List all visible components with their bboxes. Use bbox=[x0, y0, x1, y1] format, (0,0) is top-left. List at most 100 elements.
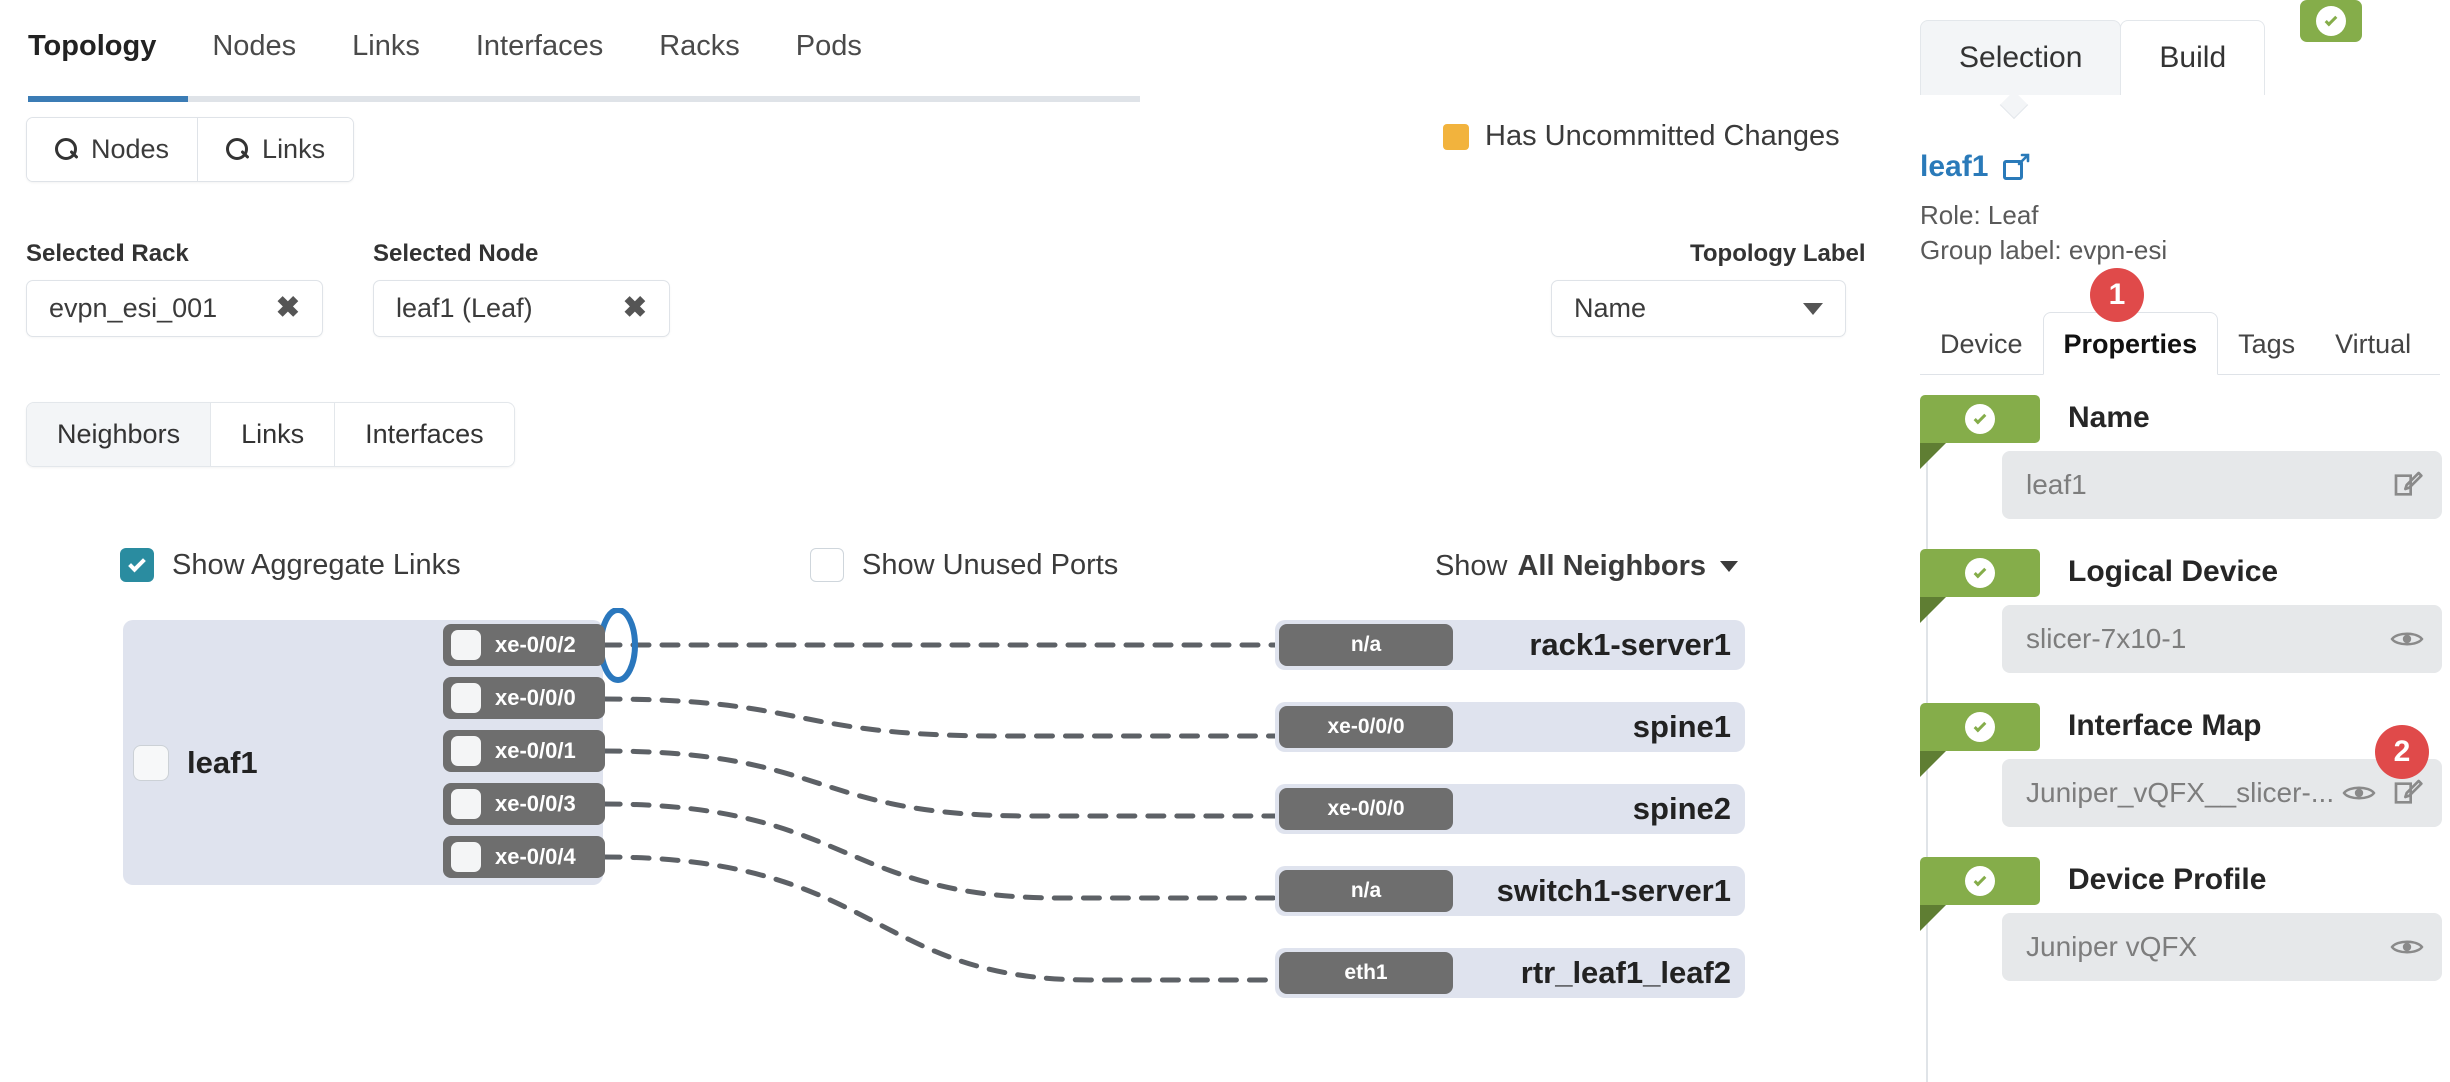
property-value: Juniper vQFX bbox=[2026, 931, 2198, 962]
tab-interfaces[interactable]: Interfaces bbox=[475, 30, 604, 62]
tab-bar-underline bbox=[28, 96, 1140, 102]
property-label: Name bbox=[2068, 401, 2150, 434]
show-neighbors-dropdown[interactable]: Show All Neighbors bbox=[1435, 550, 1738, 583]
property-value-field[interactable]: slicer-7x10-1 bbox=[2002, 605, 2442, 673]
tab-topology[interactable]: Topology bbox=[28, 30, 157, 62]
port-checkbox[interactable] bbox=[451, 736, 481, 766]
check-circle-icon bbox=[1965, 558, 1995, 588]
neighbor-port-badge: n/a bbox=[1279, 870, 1453, 912]
neighbor-row[interactable]: n/a switch1-server1 bbox=[1275, 866, 1745, 916]
port-checkbox[interactable] bbox=[451, 630, 481, 660]
selected-node-title[interactable]: leaf1 bbox=[1920, 150, 1989, 183]
check-circle-icon bbox=[1965, 866, 1995, 896]
property-status-flag bbox=[1920, 857, 2040, 905]
property-tab-bar: Device Properties Tags Virtual bbox=[1920, 312, 2440, 375]
selected-rack-select[interactable]: evpn_esi_001 ✖ bbox=[26, 280, 323, 337]
tab-racks[interactable]: Racks bbox=[659, 30, 740, 62]
legend-label: Has Uncommitted Changes bbox=[1485, 120, 1840, 152]
selection-panel: Selection Build leaf1 Role: Leaf Group l… bbox=[1900, 0, 2450, 1082]
property-value: slicer-7x10-1 bbox=[2026, 623, 2187, 654]
source-node-label-group[interactable]: leaf1 bbox=[133, 745, 258, 781]
port-row[interactable]: xe-0/0/2 bbox=[443, 624, 605, 666]
search-icon bbox=[55, 137, 79, 162]
selected-node-select[interactable]: leaf1 (Leaf) ✖ bbox=[373, 280, 670, 337]
topology-label-value: Name bbox=[1574, 293, 1647, 323]
edit-icon[interactable] bbox=[2392, 469, 2424, 501]
subtab-interfaces[interactable]: Interfaces bbox=[334, 403, 514, 466]
port-checkbox[interactable] bbox=[451, 842, 481, 872]
property-value: Juniper_vQFX__slicer-... bbox=[2026, 777, 2332, 808]
panel-tab-pointer bbox=[1999, 90, 2029, 120]
property-value-field[interactable]: Juniper vQFX bbox=[2002, 913, 2442, 981]
port-label: xe-0/0/3 bbox=[495, 791, 576, 816]
port-row[interactable]: xe-0/0/4 bbox=[443, 836, 605, 878]
check-circle-icon bbox=[2316, 6, 2346, 36]
panel-tab-build[interactable]: Build bbox=[2120, 20, 2266, 95]
selected-node-label: Selected Node bbox=[373, 240, 539, 267]
search-nodes-button[interactable]: Nodes bbox=[27, 118, 198, 181]
external-link-icon[interactable] bbox=[2002, 153, 2030, 180]
show-unused-ports-toggle[interactable]: Show Unused Ports bbox=[810, 548, 1118, 582]
search-nodes-label: Nodes bbox=[91, 134, 170, 164]
property-status-flag bbox=[1920, 549, 2040, 597]
show-aggregate-links-toggle[interactable]: Show Aggregate Links bbox=[120, 548, 461, 582]
check-circle-icon bbox=[1965, 712, 1995, 742]
source-node-name: leaf1 bbox=[187, 745, 258, 780]
property-value-field[interactable]: leaf1 bbox=[2002, 451, 2442, 519]
property-item-device-profile: Device Profile Juniper vQFX bbox=[1920, 857, 2450, 997]
prop-tab-properties[interactable]: Properties bbox=[2042, 312, 2219, 375]
chevron-down-icon bbox=[1720, 561, 1738, 572]
neighbor-row[interactable]: eth1 rtr_leaf1_leaf2 bbox=[1275, 948, 1745, 998]
property-status-flag bbox=[1920, 703, 2040, 751]
property-label: Interface Map bbox=[2068, 709, 2262, 742]
neighbor-name: rtr_leaf1_leaf2 bbox=[1520, 955, 1731, 990]
clear-node-icon[interactable]: ✖ bbox=[622, 292, 647, 324]
eye-icon[interactable] bbox=[2342, 782, 2376, 804]
neighbor-port-badge: xe-0/0/0 bbox=[1279, 706, 1453, 748]
search-links-button[interactable]: Links bbox=[197, 118, 354, 181]
node-checkbox[interactable] bbox=[133, 745, 169, 781]
clear-rack-icon[interactable]: ✖ bbox=[275, 292, 300, 324]
property-item-interface-map: Interface Map 2 Juniper_vQFX__slicer-... bbox=[1920, 703, 2450, 843]
checkbox-checked-icon[interactable] bbox=[120, 548, 154, 582]
badge-1[interactable]: 1 bbox=[2090, 268, 2144, 322]
port-checkbox[interactable] bbox=[451, 789, 481, 819]
property-label: Logical Device bbox=[2068, 555, 2279, 588]
badge-2[interactable]: 2 bbox=[2375, 725, 2429, 779]
subtab-links[interactable]: Links bbox=[210, 403, 335, 466]
primary-tab-bar: Topology Nodes Links Interfaces Racks Po… bbox=[28, 30, 890, 85]
tab-pods[interactable]: Pods bbox=[795, 30, 862, 62]
neighbor-row[interactable]: n/a rack1-server1 bbox=[1275, 620, 1745, 670]
neighbor-name: rack1-server1 bbox=[1529, 627, 1731, 662]
property-item-logical-device: Logical Device slicer-7x10-1 bbox=[1920, 549, 2450, 689]
tab-links[interactable]: Links bbox=[352, 30, 420, 62]
checkbox-unchecked-icon[interactable] bbox=[810, 548, 844, 582]
build-status-badge[interactable] bbox=[2300, 0, 2362, 42]
eye-icon[interactable] bbox=[2390, 628, 2424, 650]
port-checkbox[interactable] bbox=[451, 683, 481, 713]
edit-icon[interactable] bbox=[2392, 777, 2424, 809]
subtab-neighbors[interactable]: Neighbors bbox=[27, 403, 211, 466]
port-row[interactable]: xe-0/0/0 bbox=[443, 677, 605, 719]
neighbor-view-tabs: Neighbors Links Interfaces bbox=[26, 402, 515, 467]
search-icon bbox=[226, 137, 250, 162]
tab-nodes[interactable]: Nodes bbox=[212, 30, 297, 62]
prop-tab-tags[interactable]: Tags bbox=[2218, 313, 2316, 374]
neighbor-row[interactable]: xe-0/0/0 spine2 bbox=[1275, 784, 1745, 834]
property-status-flag bbox=[1920, 395, 2040, 443]
neighbor-port-label: xe-0/0/0 bbox=[1327, 797, 1405, 820]
prop-tab-virtual[interactable]: Virtual bbox=[2315, 313, 2432, 374]
neighbor-port-label: n/a bbox=[1350, 633, 1382, 656]
search-button-group: Nodes Links bbox=[26, 117, 355, 182]
panel-tab-selection[interactable]: Selection bbox=[1920, 20, 2122, 95]
show-neighbors-value: All Neighbors bbox=[1517, 550, 1706, 582]
property-value-field[interactable]: Juniper_vQFX__slicer-... bbox=[2002, 759, 2442, 827]
topology-label-select[interactable]: Name bbox=[1551, 280, 1846, 337]
neighbor-port-badge: n/a bbox=[1279, 624, 1453, 666]
prop-tab-device[interactable]: Device bbox=[1920, 313, 2043, 374]
port-row[interactable]: xe-0/0/3 bbox=[443, 783, 605, 825]
neighbor-row[interactable]: xe-0/0/0 spine1 bbox=[1275, 702, 1745, 752]
eye-icon[interactable] bbox=[2390, 936, 2424, 958]
port-row[interactable]: xe-0/0/1 bbox=[443, 730, 605, 772]
